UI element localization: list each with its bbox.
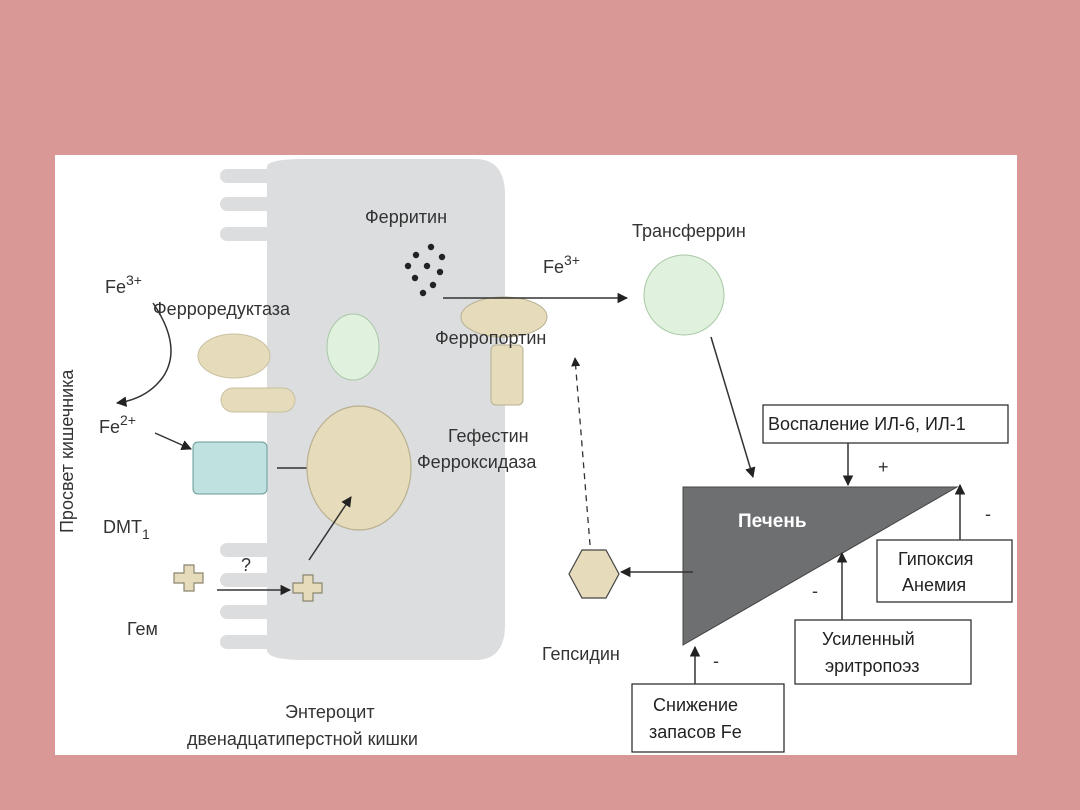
ferroportin-label: Ферропортин [435,328,546,348]
membrane-protein-green [326,313,380,381]
ferroreductase-bar [220,387,296,413]
ferroportin-shape [460,296,548,338]
liver-triangle [682,486,959,646]
ferroreductase-label: Ферроредуктаза [153,299,291,319]
dmt1-label: DMT1 [103,517,150,542]
inflammation-box [762,404,1009,444]
erythropoiesis-line2: эритропоэз [825,656,920,676]
microvilli [220,169,280,649]
ferritin-label: Ферритин [365,207,447,227]
reduction-arrow [115,302,172,407]
hepcidin-inhibition-arrow [571,357,591,546]
heme-to-pool-arrow [308,496,352,561]
ferritin-dots [404,243,446,297]
liver-label: Печень [738,511,807,532]
iron-stores-box [631,683,785,753]
heme-shape-outside [173,564,204,592]
iron-stores-line2: запасов Fe [649,722,742,742]
fe2-to-dmt1-arrow [154,432,192,450]
heme-shape-inside [292,574,323,602]
fe3-left-label: Fe3+ [105,272,142,297]
transferrin-label: Трансферрин [632,221,746,241]
hypoxia-line2: Анемия [902,575,966,595]
iron-pool [306,405,412,531]
erythropoiesis-sign: - [812,581,818,601]
hypoxia-sign: - [985,504,991,524]
hypoxia-box [876,539,1013,603]
transferrin-shape [643,254,725,336]
hypoxia-line1: Гипоксия [898,549,973,569]
hepcidin-label: Гепсидин [542,644,620,664]
iron-stores-sign: - [713,651,719,671]
hephaestin-label-line2: Ферроксидаза [417,452,537,472]
dmt1-transporter [192,441,268,495]
enterocyte-label-line2: двенадцатиперстной кишки [187,729,418,749]
enterocyte-label-line1: Энтероцит [285,702,375,722]
fe3-right-label: Fe3+ [543,252,580,277]
ferroreductase-shape [197,333,271,379]
hepcidin-hexagon [568,549,620,599]
question-mark: ? [241,555,251,575]
inflammation-sign: + [878,457,889,477]
hephaestin-shape [490,344,524,406]
lumen-label: Просвет кишечника [57,369,77,533]
iron-metabolism-diagram: Просвет кишечника Fe3+ Ферроредуктаза Fe… [57,159,1013,753]
erythropoiesis-line1: Усиленный [822,629,915,649]
inflammation-text: Воспаление ИЛ-6, ИЛ-1 [768,414,966,434]
iron-stores-line1: Снижение [653,695,738,715]
hephaestin-label-line1: Гефестин [448,426,529,446]
erythropoiesis-box [794,619,972,685]
transferrin-to-liver-arrow [710,336,756,479]
fe2-label: Fe2+ [99,412,136,437]
diagram-slide: Просвет кишечника Fe3+ Ферроредуктаза Fe… [55,155,1017,755]
heme-label: Гем [127,619,158,639]
